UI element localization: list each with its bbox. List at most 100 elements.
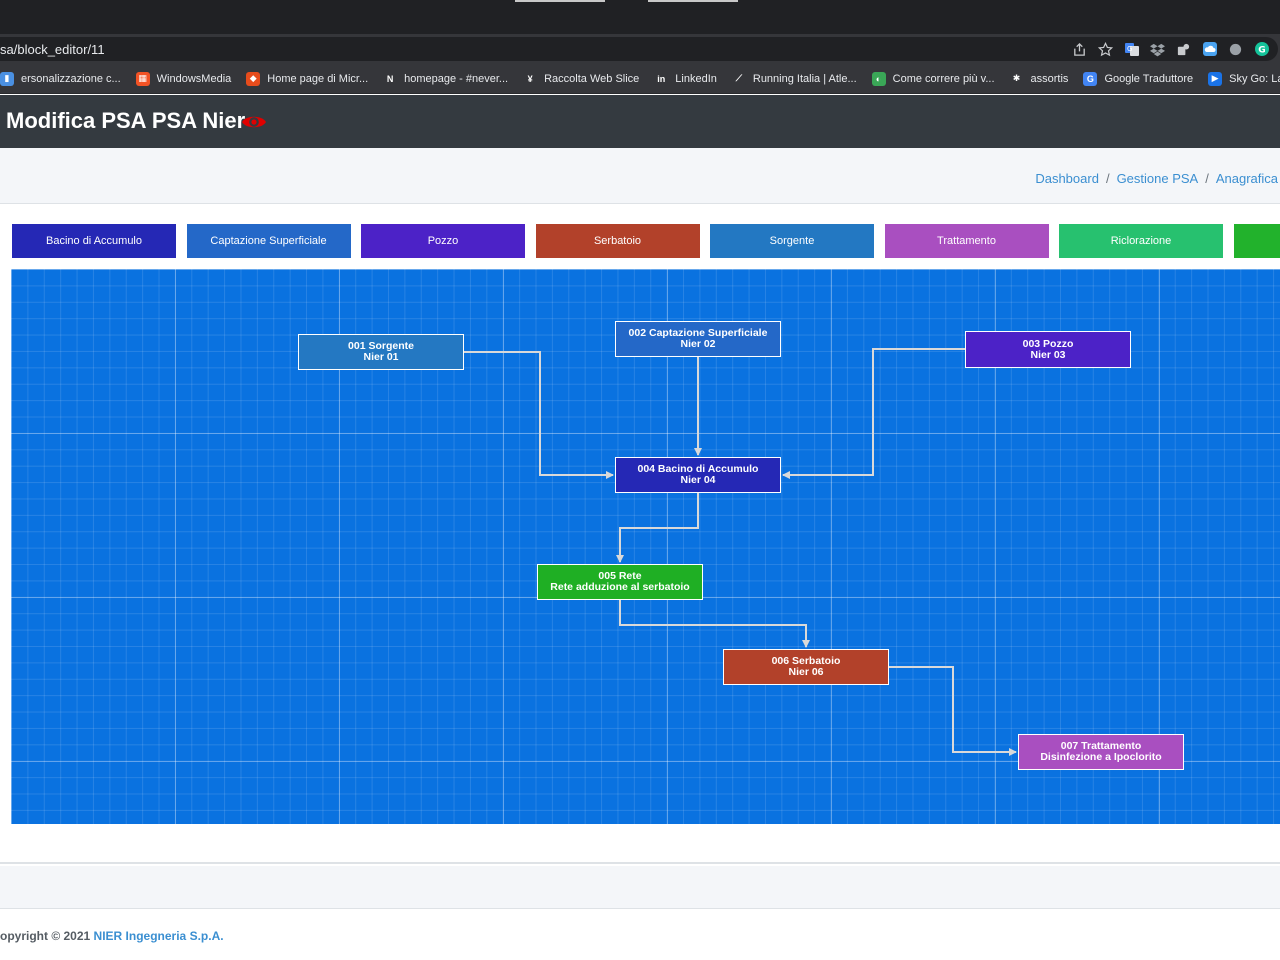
app-header: Modifica PSA PSA Nier: [0, 95, 1280, 148]
dropbox-extension-icon[interactable]: [1149, 41, 1166, 58]
bookmark-label: Raccolta Web Slice: [544, 72, 640, 85]
extension-icon[interactable]: [1175, 41, 1192, 58]
grammarly-extension-icon[interactable]: G: [1253, 41, 1270, 58]
assortis-icon: ✱: [1009, 71, 1024, 86]
linkedin-icon: in: [654, 71, 669, 86]
block-subtitle: Nier 04: [680, 474, 716, 486]
bookmark-label: WindowsMedia: [156, 72, 232, 85]
circle-extension-icon[interactable]: [1227, 41, 1244, 58]
block-subtitle: Nier 06: [788, 666, 824, 678]
company-link[interactable]: NIER Ingegneria S.p.A.: [93, 929, 224, 943]
browser-tab-strip: [0, 0, 1280, 34]
copyright-text: opyright © 2021 NIER Ingegneria S.p.A.: [0, 929, 224, 943]
block-subtitle: Nier 03: [1030, 348, 1066, 361]
bookmark-label: ersonalizzazione c...: [21, 72, 121, 85]
bookmark-item[interactable]: ▮ ersonalizzazione c...: [0, 71, 121, 86]
star-icon[interactable]: [1097, 41, 1114, 58]
palette-button[interactable]: Captazione Superficiale: [186, 224, 351, 258]
bookmarks-bar: ▮ ersonalizzazione c... ▦ WindowsMedia ◆ Home…: [0, 64, 1280, 94]
breadcrumb-dashboard[interactable]: Dashboard: [1035, 171, 1099, 186]
bookmark-label: Home page di Micr...: [267, 72, 369, 85]
block-subtitle: Nier 02: [680, 338, 716, 350]
breadcrumb-gestione-psa[interactable]: Gestione PSA: [1116, 171, 1199, 186]
block-subtitle: Nier 01: [363, 351, 399, 363]
block-title: 002 Captazione Superficiale: [628, 327, 768, 339]
footer-gap: [0, 866, 1280, 909]
palette-button[interactable]: Sorgente: [710, 224, 874, 258]
bookmark-label: Come correre più v...: [892, 72, 995, 85]
url-text: sa/block_editor/11: [0, 42, 105, 57]
office-logo-icon: ◆: [246, 71, 261, 86]
bookmark-item[interactable]: in LinkedIn: [654, 71, 717, 86]
bookmark-label: homepage - #never...: [404, 72, 509, 85]
connection-arrow[interactable]: [782, 348, 965, 479]
bookmark-label: LinkedIn: [675, 72, 717, 85]
address-bar: sa/block_editor/11 G: [0, 34, 1280, 64]
block-title: 006 Serbatoio: [771, 655, 841, 667]
palette-button[interactable]: Serbatoio: [535, 224, 700, 258]
bookmark-item[interactable]: G Google Traduttore: [1083, 71, 1194, 86]
bookmark-item[interactable]: ◐ Come correre più v...: [871, 71, 995, 86]
bookmark-item[interactable]: ▶ Sky Go: La TV: [1208, 71, 1280, 86]
translate-extension-icon[interactable]: G: [1123, 41, 1140, 58]
palette-button[interactable]: Pozzo: [361, 224, 525, 258]
block-title: 003 Pozzo: [1022, 337, 1074, 350]
breadcrumb-separator: /: [1205, 171, 1209, 186]
block-subtitle: Disinfezione a Ipoclorito: [1040, 751, 1162, 763]
breadcrumb-separator: /: [1105, 171, 1110, 186]
blue-folder-icon: ▮: [0, 71, 14, 86]
palette-button[interactable]: Bacino di Accumulo: [12, 224, 176, 258]
content-bottom: [0, 824, 1280, 864]
connection-arrow[interactable]: [464, 351, 614, 479]
copyright-prefix: opyright © 2021: [0, 929, 94, 943]
bookmark-item[interactable]: ▦ WindowsMedia: [135, 71, 232, 86]
palette-button[interactable]: Riclorazione: [1059, 224, 1223, 258]
runner-icon: ⟋: [731, 71, 746, 86]
block-title: 007 Trattamento: [1060, 740, 1142, 752]
connection-arrow[interactable]: [889, 666, 1017, 756]
bookmark-label: Sky Go: La TV: [1229, 72, 1280, 85]
share-icon[interactable]: [1071, 41, 1088, 58]
web-slice-icon: ¥: [523, 71, 538, 86]
globe-icon: ◐: [871, 71, 886, 86]
bookmark-label: Google Traduttore: [1104, 72, 1194, 85]
n-logo-icon: N: [383, 71, 398, 86]
address-bar-icons: G G: [1071, 38, 1270, 60]
connection-layer: [464, 348, 1017, 756]
block-title: 001 Sorgente: [348, 340, 414, 352]
google-translate-icon: G: [1083, 71, 1098, 86]
bookmark-label: assortis: [1030, 72, 1069, 85]
bookmark-item[interactable]: ⟋Running Italia | Atle...: [731, 71, 857, 86]
breadcrumb-anagrafica[interactable]: Anagrafica: [1215, 171, 1278, 186]
url-field[interactable]: sa/block_editor/11: [0, 37, 1278, 61]
sky-go-icon: ▶: [1208, 71, 1223, 86]
block-subtitle: Rete adduzione al serbatoio: [550, 581, 690, 593]
palette-button[interactable]: Trattamento: [884, 224, 1049, 258]
connection-arrow[interactable]: [619, 600, 810, 648]
tab-indicator: [648, 0, 738, 2]
block-title: 005 Rete: [598, 570, 642, 582]
cloud-extension-icon[interactable]: [1201, 41, 1218, 58]
eye-icon[interactable]: [241, 113, 267, 131]
bookmark-item[interactable]: ◆ Home page di Micr...: [246, 71, 369, 86]
connection-arrow[interactable]: [616, 493, 699, 563]
tab-indicator: [515, 0, 605, 2]
windows-logo-icon: ▦: [135, 71, 150, 86]
bookmark-item[interactable]: ¥ Raccolta Web Slice: [523, 71, 640, 86]
bookmark-item[interactable]: ✱ assortis: [1009, 71, 1069, 86]
page-title: Modifica PSA PSA Nier: [6, 108, 246, 133]
svg-text:G: G: [1127, 45, 1132, 53]
block-palette: Bacino di Accumulo Captazione Superficial…: [0, 224, 1280, 259]
footer: opyright © 2021 NIER Ingegneria S.p.A.: [0, 910, 1280, 960]
palette-button[interactable]: [1233, 224, 1280, 258]
